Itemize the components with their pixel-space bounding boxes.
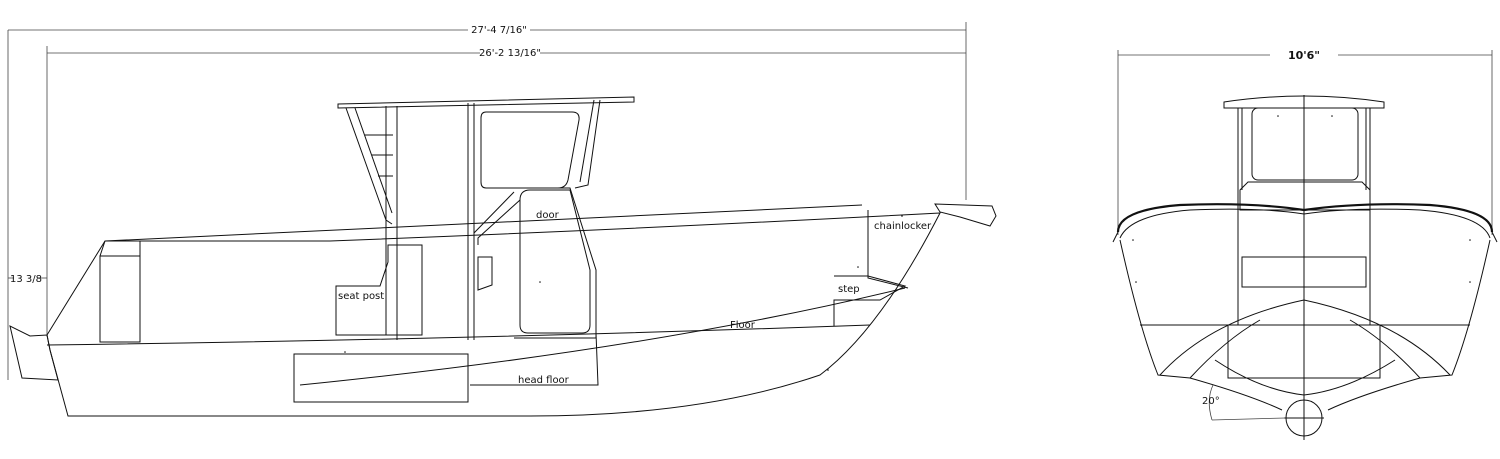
floor-label: Floor xyxy=(730,320,756,331)
side-panel xyxy=(477,256,493,291)
door-frame xyxy=(514,187,597,339)
windshield-pillar xyxy=(574,99,601,189)
front-window xyxy=(1251,107,1359,181)
chainlocker xyxy=(867,210,909,289)
transom-bracket xyxy=(9,325,59,381)
hull-outline xyxy=(46,212,941,417)
freeboard-dimension: 13 3/8 xyxy=(8,274,47,285)
overall-length-dimension: 27'-4 7/16" xyxy=(7,22,967,380)
door-label: door xyxy=(536,210,560,221)
stern-box xyxy=(99,255,141,343)
gunwale xyxy=(1116,203,1494,233)
front-hard-top xyxy=(1223,95,1385,109)
step-label: step xyxy=(838,284,860,295)
cabin-window xyxy=(480,111,580,189)
head-floor xyxy=(470,332,599,386)
keel-line xyxy=(299,287,906,386)
beam-label: 10'6" xyxy=(1288,49,1320,62)
deadrise-dimension: 20° xyxy=(1202,384,1286,421)
door xyxy=(519,189,591,334)
step xyxy=(833,275,907,326)
fuel-tank xyxy=(293,353,469,403)
chine-line xyxy=(46,324,871,346)
hull-length-dimension: 26'-2 13/16" xyxy=(46,46,966,335)
bow-pulpit xyxy=(934,203,997,227)
overall-length-label: 27'-4 7/16" xyxy=(471,25,527,36)
side-profile-view: 27'-4 7/16" 26'-2 13/16" 13 3/8 xyxy=(7,22,997,417)
beam-dimension: 10'6" xyxy=(1117,49,1493,235)
deadrise-label: 20° xyxy=(1202,396,1220,407)
chainlocker-label: chainlocker xyxy=(874,221,932,232)
hard-top xyxy=(337,96,635,109)
head-floor-label: head floor xyxy=(518,375,570,386)
seat-post-label: seat post xyxy=(338,291,384,302)
front-view: 10'6" xyxy=(1112,49,1498,440)
freeboard-label: 13 3/8 xyxy=(10,274,42,285)
front-hull-side xyxy=(1119,239,1283,411)
hull-length-label: 26'-2 13/16" xyxy=(479,48,541,59)
rear-pillar xyxy=(345,107,393,225)
seat-post xyxy=(335,244,423,336)
